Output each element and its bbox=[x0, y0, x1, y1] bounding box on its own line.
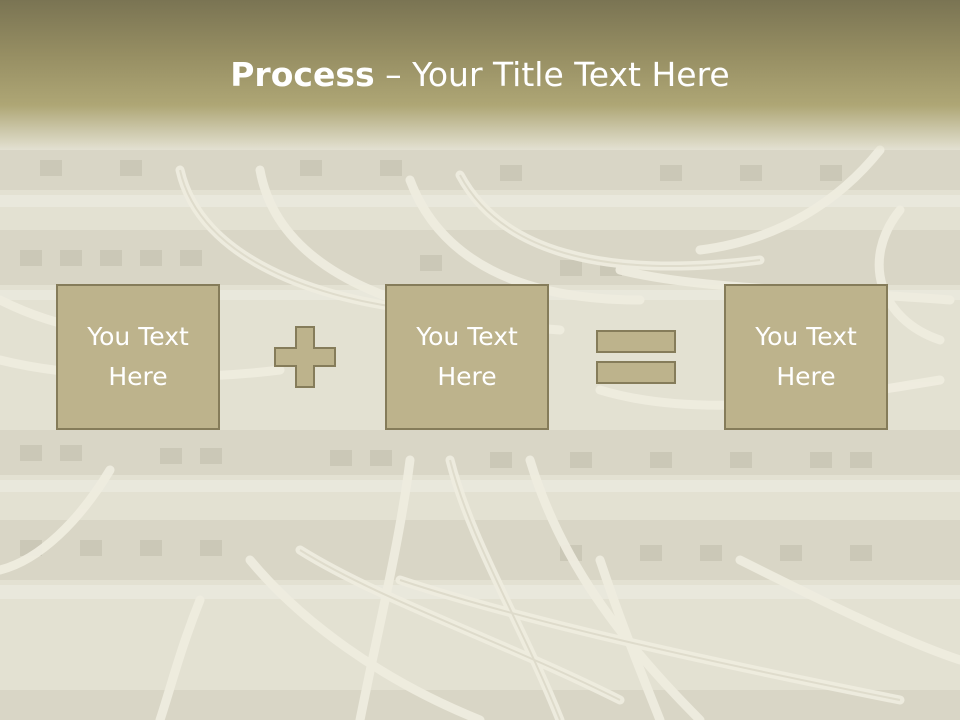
plus-icon bbox=[274, 326, 336, 388]
equals-icon bbox=[596, 330, 676, 384]
title-rest-part: – Your Title Text Here bbox=[374, 55, 730, 94]
process-box-3[interactable]: You Text Here bbox=[724, 284, 888, 430]
title-band bbox=[0, 0, 960, 150]
process-box-1[interactable]: You Text Here bbox=[56, 284, 220, 430]
process-box-2-text: You Text Here bbox=[416, 322, 518, 391]
title-bold-part: Process bbox=[230, 55, 375, 94]
process-box-2[interactable]: You Text Here bbox=[385, 284, 549, 430]
process-box-3-text: You Text Here bbox=[755, 322, 857, 391]
slide-title[interactable]: Process – Your Title Text Here bbox=[0, 52, 960, 98]
process-box-1-text: You Text Here bbox=[87, 322, 189, 391]
